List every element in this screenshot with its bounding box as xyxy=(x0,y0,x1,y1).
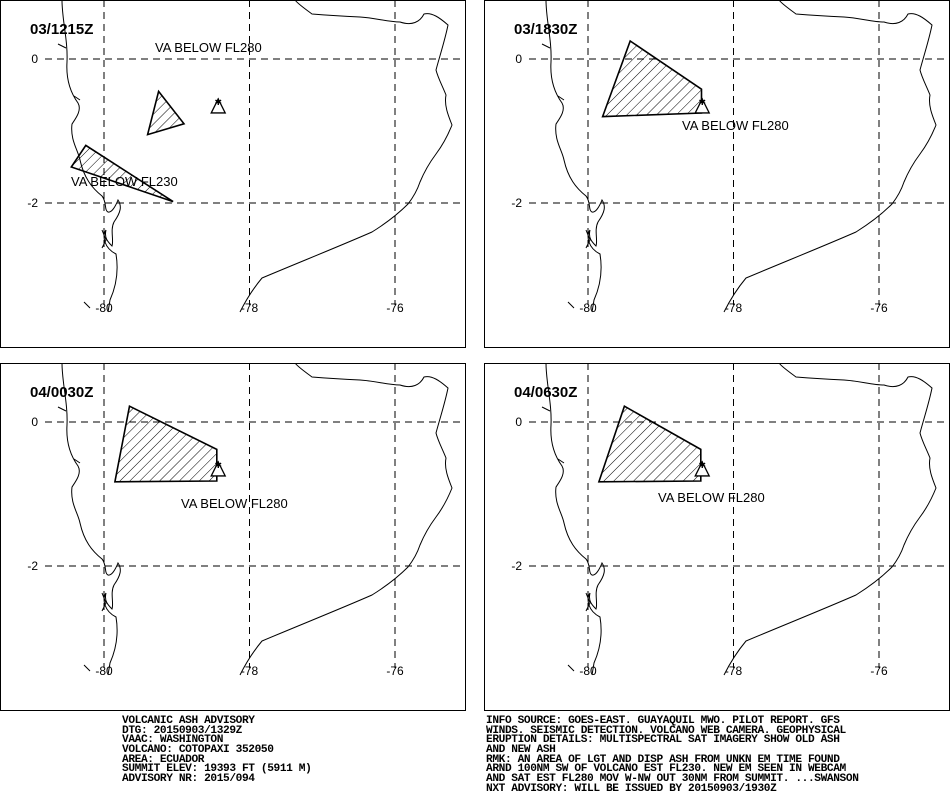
lon-tick-label: -80 xyxy=(579,664,597,678)
panel-time-label: 03/1830Z xyxy=(514,21,577,38)
advisory-line: INFO SOURCE: GOES-EAST. GUAYAQUIL MWO. P… xyxy=(486,715,840,727)
ash-area-label: VA BELOW FL280 xyxy=(682,118,789,133)
coastline xyxy=(61,363,121,676)
panel-frame xyxy=(0,363,466,711)
lon-tick-label: -76 xyxy=(386,664,404,678)
eruption-marker-icon: ✱ xyxy=(214,98,222,108)
eruption-marker-icon: ✱ xyxy=(698,461,706,471)
map-svg: 0 -2 -80 -78 -76 VA BELOW FL280 VA BELOW FL230… xyxy=(0,0,466,348)
map-panel-3: 0 -2 -80 -78 -76 VA BELOW FL280 ✱ 04/0030Z xyxy=(0,363,466,711)
volcano-icon xyxy=(210,460,227,477)
lat-tick-label: 0 xyxy=(515,415,522,429)
advisory-line: ERUPTION DETAILS: MULTISPECTRAL SAT IMAG… xyxy=(486,734,840,747)
eruption-marker-icon: ✱ xyxy=(214,461,222,471)
lon-tick-label: -80 xyxy=(95,664,113,678)
ash-area-label: VA BELOW FL280 xyxy=(155,40,262,55)
panel-time-label: 04/0630Z xyxy=(514,384,577,401)
advisory-line: SUMMIT ELEV: 19393 FT (5911 M) xyxy=(122,763,312,776)
panel-frame xyxy=(484,363,950,711)
advisory-line: ADVISORY NR: 2015/094 xyxy=(122,773,255,786)
advisory-line: AND NEW ASH xyxy=(486,744,556,757)
advisory-line: ARND 100NM SW OF VOLCANO EST FL230. NEW … xyxy=(486,763,846,776)
country-border xyxy=(239,363,453,676)
advisory-line: VOLCANIC ASH ADVISORY xyxy=(122,715,255,727)
advisory-line: VOLCANO: COTOPAXI 352050 xyxy=(122,744,274,757)
panel-frame xyxy=(484,0,950,348)
coastline-detail xyxy=(541,43,591,309)
lat-tick-label: -2 xyxy=(27,196,38,210)
advisory-line: NXT ADVISORY: WILL BE ISSUED BY 20150903… xyxy=(486,782,777,795)
volcano-icon xyxy=(694,97,711,114)
lat-tick-label: 0 xyxy=(31,415,38,429)
map-svg: 0 -2 -80 -78 -76 VA BELOW FL280 ✱ 04/0630Z xyxy=(484,363,950,711)
map-svg: 0 -2 -80 -78 -76 VA BELOW FL280 ✱ 04/0030Z xyxy=(0,363,466,711)
advisory-remarks-text: INFO SOURCE: GOES-EAST. GUAYAQUIL MWO. P… xyxy=(486,715,859,795)
coastline xyxy=(545,0,605,313)
eruption-marker-icon: ✱ xyxy=(698,98,706,108)
advisory-line: VAAC: WASHINGTON xyxy=(122,734,224,747)
lon-tick-label: -78 xyxy=(241,664,259,678)
ash-area-polygon xyxy=(113,405,218,483)
lat-tick-label: 0 xyxy=(515,52,522,66)
lon-tick-label: -78 xyxy=(725,301,743,315)
lat-tick-label: -2 xyxy=(511,559,522,573)
ash-area-label: VA BELOW FL230 xyxy=(71,174,178,189)
lon-tick-label: -76 xyxy=(386,301,404,315)
lat-tick-label: -2 xyxy=(511,196,522,210)
advisory-line: AREA: ECUADOR xyxy=(122,753,205,766)
map-svg: 0 -2 -80 -78 -76 VA BELOW FL280 ✱ 03/1830Z xyxy=(484,0,950,348)
lon-tick-label: -78 xyxy=(241,301,259,315)
panel-time-label: 04/0030Z xyxy=(30,384,93,401)
coastline-detail xyxy=(541,406,591,672)
lat-tick-label: 0 xyxy=(31,52,38,66)
lon-tick-label: -76 xyxy=(870,301,888,315)
coastline-detail xyxy=(57,43,107,309)
advisory-line: AND SAT EST FL280 MOV W-NW OUT 30NM FROM… xyxy=(486,773,859,786)
ash-area-polygon xyxy=(597,405,702,483)
map-panel-1: 0 -2 -80 -78 -76 VA BELOW FL280 VA BELOW FL230… xyxy=(0,0,466,348)
coastline-detail xyxy=(57,406,107,672)
lon-tick-label: -80 xyxy=(579,301,597,315)
map-panel-4: 0 -2 -80 -78 -76 VA BELOW FL280 ✱ 04/0630Z xyxy=(484,363,950,711)
ash-area-label: VA BELOW FL280 xyxy=(181,496,288,511)
lon-tick-label: -80 xyxy=(95,301,113,315)
panel-time-label: 03/1215Z xyxy=(30,21,93,38)
advisory-line: WINDS. SEISMIC DETECTION. VOLCANO WEB CA… xyxy=(486,724,846,737)
volcano-icon xyxy=(210,97,227,114)
map-panel-2: 0 -2 -80 -78 -76 VA BELOW FL280 ✱ 03/1830Z xyxy=(484,0,950,348)
advisory-line: RMK: AN AREA OF LGT AND DISP ASH FROM UN… xyxy=(486,753,840,766)
lon-tick-label: -78 xyxy=(725,664,743,678)
lon-tick-label: -76 xyxy=(870,664,888,678)
ash-area-label: VA BELOW FL280 xyxy=(658,490,765,505)
coastline xyxy=(61,0,121,313)
advisory-line: DTG: 20150903/1329Z xyxy=(122,724,242,737)
country-border xyxy=(239,0,453,313)
country-border xyxy=(723,363,937,676)
ash-area-polygon xyxy=(146,89,186,136)
lat-tick-label: -2 xyxy=(27,559,38,573)
panel-frame xyxy=(0,0,466,348)
country-border xyxy=(723,0,937,313)
volcano-icon xyxy=(694,460,711,477)
ash-area-polygon xyxy=(70,144,174,203)
coastline xyxy=(545,363,605,676)
